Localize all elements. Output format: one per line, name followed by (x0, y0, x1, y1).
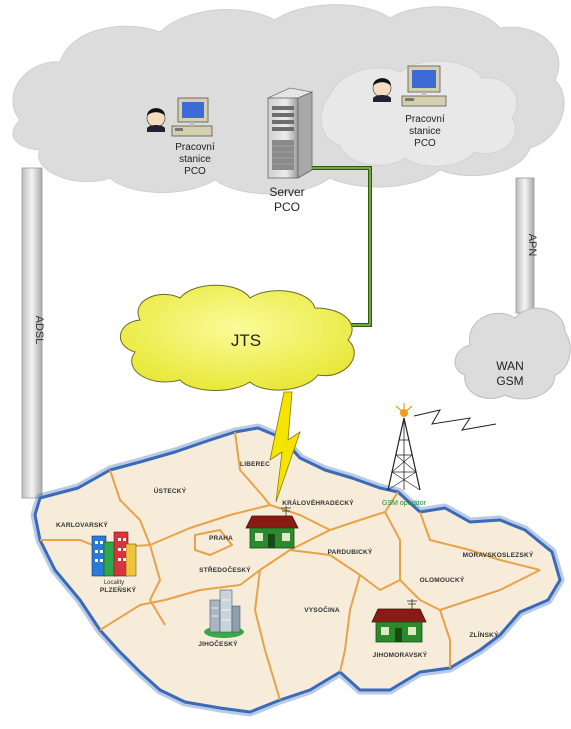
region-jihomoravsky: JIHOMORAVSKÝ (373, 650, 428, 659)
server-label-line1: Server (269, 185, 304, 199)
gsm-operator-label: GSM operátor (382, 500, 427, 507)
adsl-label: ADSL (33, 316, 45, 345)
gsm-label: GSM (496, 374, 523, 388)
workstation-left-line2: stanice (179, 154, 211, 165)
lightning-icon (269, 391, 301, 503)
czech-map: LIBEREC ÚSTECKÝ KRÁLOVÉHRADECKÝ KARLOVAR… (30, 423, 565, 717)
region-liberecky: LIBEREC (240, 461, 270, 468)
house-icon (245, 506, 299, 549)
server-icon (266, 87, 314, 179)
apn-label: APN (526, 234, 538, 257)
workstation-right-line3: PCO (414, 138, 436, 149)
region-ustecky: ÚSTECKÝ (154, 486, 187, 495)
adsl-pipe: ADSL (21, 167, 45, 499)
workstation-right-line1: Pracovní (405, 114, 445, 125)
region-jihocesky: JIHOČESKÝ (198, 639, 238, 648)
workstation-left-line1: Pracovní (175, 142, 215, 153)
jts-label: JTS (231, 331, 261, 350)
apn-pipe: APN (515, 177, 538, 314)
radio-signal-icon (413, 409, 497, 431)
skyscrapers-icon (204, 589, 244, 638)
region-plzensky: PLZEŇSKÝ (100, 585, 137, 594)
region-moravskoslezsky: MORAVSKOSLEZSKÝ (463, 550, 534, 559)
workstation-right-line2: stanice (409, 126, 441, 137)
region-kralovehradecky: KRÁLOVÉHRADECKÝ (282, 498, 354, 507)
region-zlinsky: ZLÍNSKÝ (469, 630, 499, 639)
region-karlovarsky: KARLOVARSKÝ (56, 520, 108, 529)
user-right-icon (372, 78, 392, 102)
locality-label: Locality (104, 580, 124, 586)
region-stredocesky: STŘEDOČESKÝ (199, 565, 251, 574)
region-praha: PRAHA (209, 535, 233, 542)
workstation-right-icon (401, 65, 447, 107)
wan-label: WAN (496, 359, 524, 373)
user-left-icon (146, 108, 166, 132)
house-icon (371, 599, 427, 643)
region-olomoucky: OLOMOUCKÝ (420, 575, 465, 584)
workstation-left-icon (171, 97, 213, 137)
jts-cloud: JTS (119, 284, 355, 391)
server-label-line2: PCO (274, 200, 300, 214)
region-vysocina: VYSOČINA (304, 605, 340, 614)
gsm-tower-icon (387, 403, 421, 491)
buildings-icon (91, 531, 137, 577)
workstation-left-line3: PCO (184, 166, 206, 177)
wan-gsm-cloud: WAN GSM (454, 307, 571, 400)
region-pardubicky: PARDUBICKÝ (328, 547, 373, 556)
